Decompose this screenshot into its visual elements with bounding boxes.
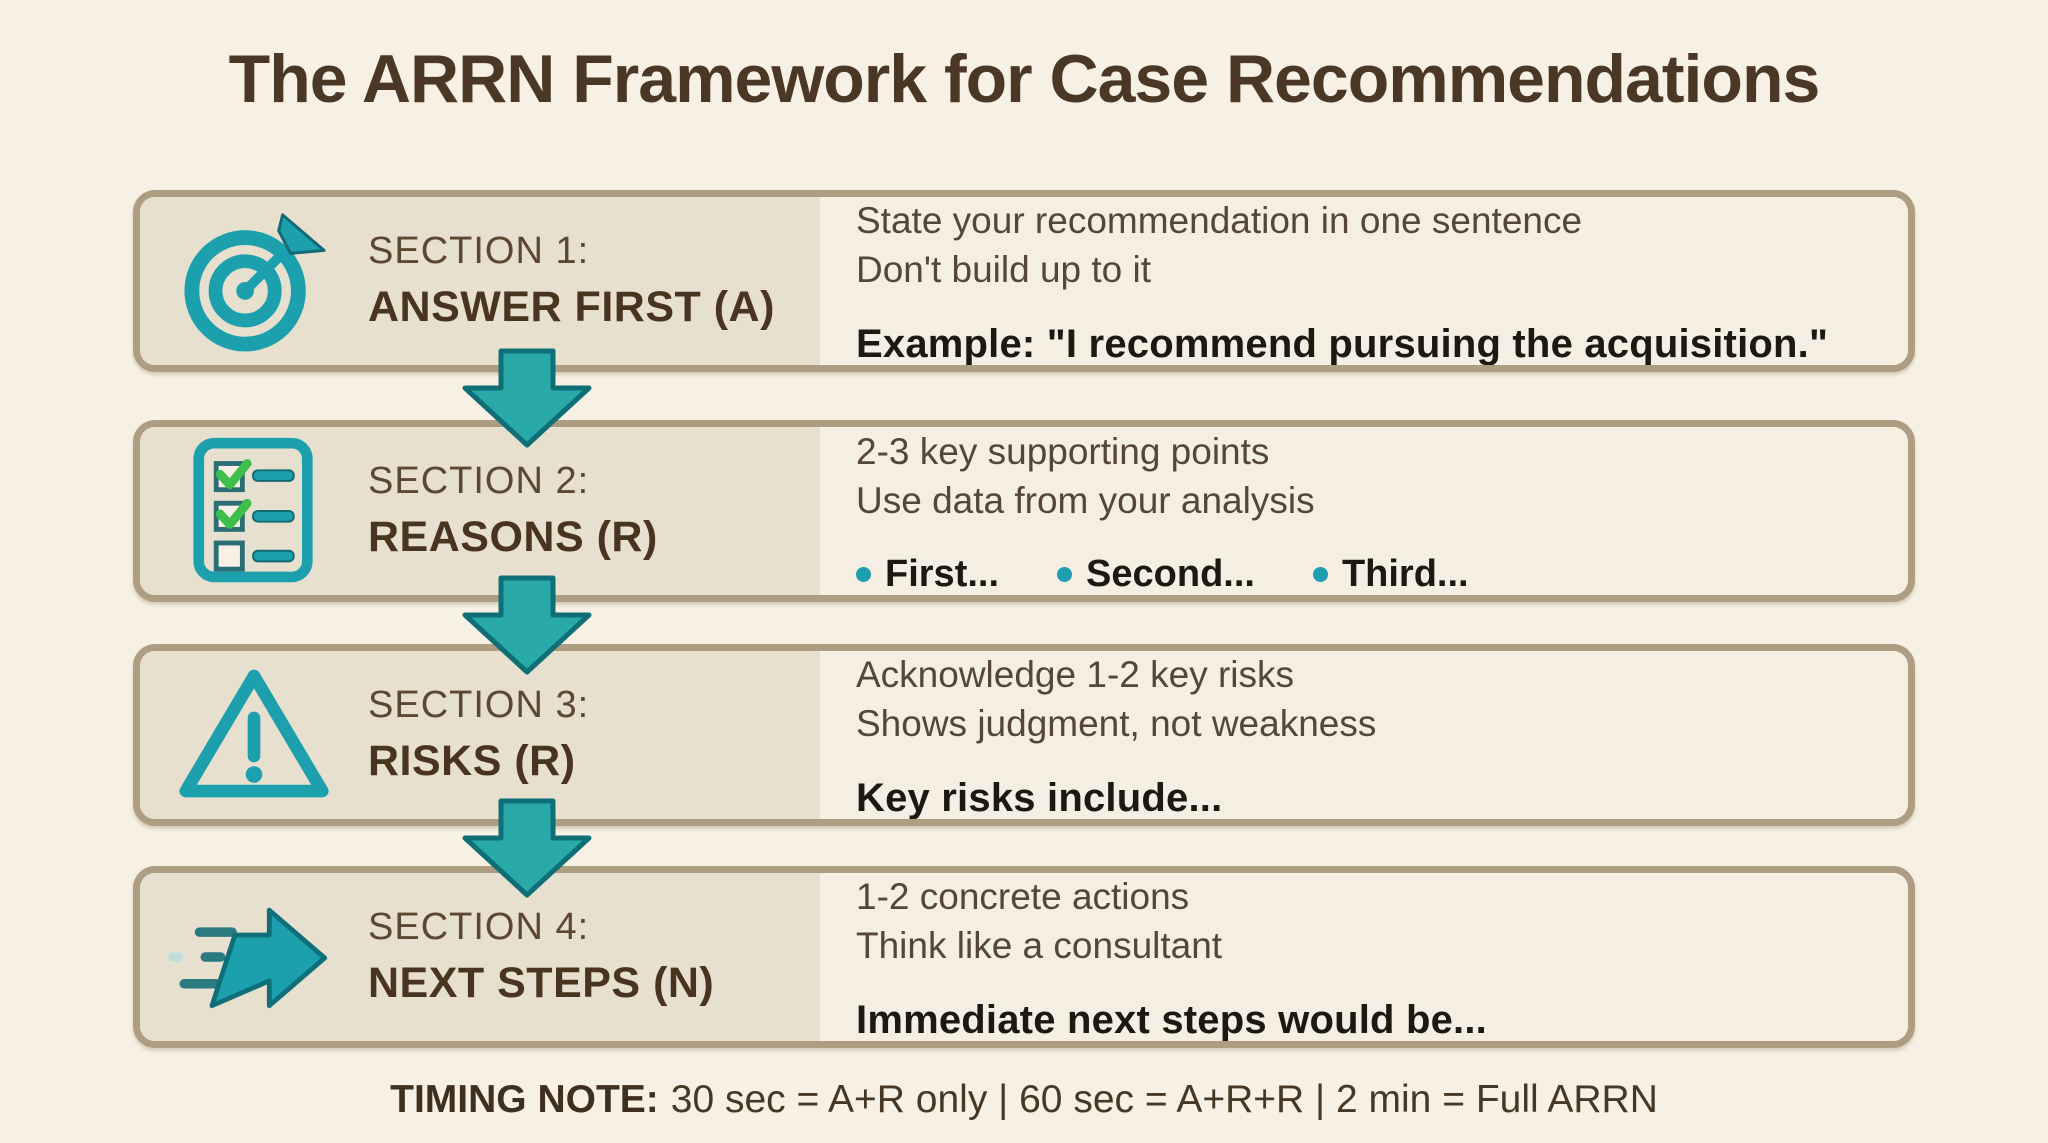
description-line: 1-2 concrete actions xyxy=(856,875,1190,917)
timing-note-label: TIMING NOTE: xyxy=(390,1078,659,1121)
bullet-text: First... xyxy=(885,553,1000,596)
section-4-right-panel: 1-2 concrete actions Think like a consul… xyxy=(820,873,1908,1041)
bullet-item: Third... xyxy=(1312,553,1469,596)
section-name: REASONS (R) xyxy=(368,512,658,561)
section-row-next-steps: SECTION 4: NEXT STEPS (N) 1-2 concrete a… xyxy=(133,866,1915,1048)
example-text: Example: "I recommend pursuing the acqui… xyxy=(856,322,1829,367)
section-label: SECTION 1: xyxy=(368,230,590,273)
section-3-left-panel: SECTION 3: RISKS (R) xyxy=(140,651,820,819)
section-3-labels: SECTION 3: RISKS (R) xyxy=(368,682,589,787)
section-label: SECTION 2: xyxy=(368,460,590,503)
bullet-item: Second... xyxy=(1057,553,1255,596)
bullet-row: First... Second... Third... xyxy=(856,553,1864,596)
bullet-text: Third... xyxy=(1341,553,1469,596)
bullet-dot-icon xyxy=(1057,567,1073,583)
description-line: State your recommendation in one sentenc… xyxy=(856,199,1583,241)
bullet-item: First... xyxy=(856,553,1000,596)
down-arrow-icon xyxy=(462,575,592,675)
section-1-labels: SECTION 1: ANSWER FIRST (A) xyxy=(368,228,775,333)
section-1-right-panel: State your recommendation in one sentenc… xyxy=(820,197,1908,365)
section-name: ANSWER FIRST (A) xyxy=(368,282,775,331)
section-4-left-panel: SECTION 4: NEXT STEPS (N) xyxy=(140,873,820,1041)
description-line: Shows judgment, not weakness xyxy=(856,702,1377,744)
checklist-icon xyxy=(168,431,340,591)
section-row-answer-first: SECTION 1: ANSWER FIRST (A) State your r… xyxy=(133,190,1915,372)
down-arrow-icon xyxy=(462,798,592,898)
description-line: Acknowledge 1-2 key risks xyxy=(856,653,1295,695)
section-label: SECTION 3: xyxy=(368,684,590,727)
bullet-dot-icon xyxy=(856,567,871,583)
section-2-right-panel: 2-3 key supporting points Use data from … xyxy=(820,427,1908,595)
section-row-reasons: SECTION 2: REASONS (R) 2-3 key supportin… xyxy=(133,420,1915,602)
section-2-labels: SECTION 2: REASONS (R) xyxy=(368,458,658,563)
page-title: The ARRN Framework for Case Recommendati… xyxy=(228,41,1821,117)
timing-note: TIMING NOTE: 30 sec = A+R only | 60 sec =… xyxy=(0,1078,2048,1122)
down-arrow-icon xyxy=(462,348,592,448)
description-line: Think like a consultant xyxy=(856,924,1223,966)
section-name: RISKS (R) xyxy=(368,736,576,785)
description-line: Use data from your analysis xyxy=(856,479,1315,521)
fast-forward-arrow-icon xyxy=(168,877,340,1037)
example-text: Key risks include... xyxy=(856,776,1223,821)
section-4-labels: SECTION 4: NEXT STEPS (N) xyxy=(368,904,714,1009)
section-2-left-panel: SECTION 2: REASONS (R) xyxy=(140,427,820,595)
section-3-right-panel: Acknowledge 1-2 key risks Shows judgment… xyxy=(820,651,1908,819)
timing-note-text: 30 sec = A+R only | 60 sec = A+R+R | 2 m… xyxy=(670,1078,1658,1121)
description-line: Don't build up to it xyxy=(856,248,1152,290)
description-line: 2-3 key supporting points xyxy=(856,430,1270,472)
target-icon xyxy=(168,201,340,361)
bullet-dot-icon xyxy=(1312,567,1328,583)
section-1-left-panel: SECTION 1: ANSWER FIRST (A) xyxy=(140,197,820,365)
section-label: SECTION 4: xyxy=(368,906,590,949)
bullet-text: Second... xyxy=(1086,553,1255,596)
example-text: Immediate next steps would be... xyxy=(856,998,1487,1043)
section-name: NEXT STEPS (N) xyxy=(368,958,715,1007)
warning-icon xyxy=(168,655,340,815)
section-row-risks: SECTION 3: RISKS (R) Acknowledge 1-2 key… xyxy=(133,644,1915,826)
